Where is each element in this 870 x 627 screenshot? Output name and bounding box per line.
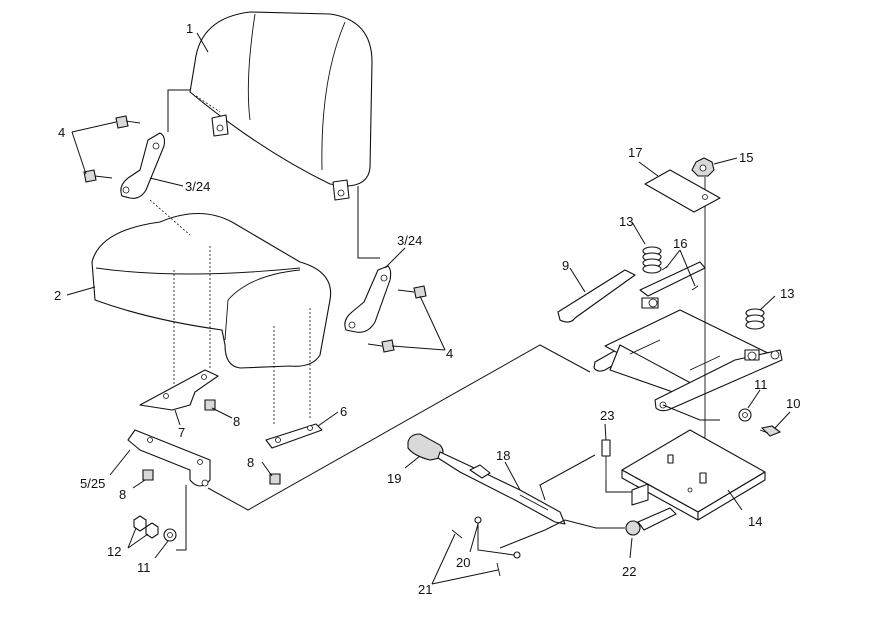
part-labels: 1 2 3/24 3/24 4 4 5/25 6 7 8 8 8 9 10 11… [54, 21, 800, 597]
label-leaders [66, 32, 791, 585]
nuts-washer-left [133, 485, 187, 551]
label-part-14: 14 [748, 514, 762, 529]
alignment-lines [149, 95, 311, 425]
seat-plate-6 [265, 423, 323, 449]
backrest-connection-lines [167, 89, 380, 259]
label-part-20: 20 [456, 555, 470, 570]
seat-plate-7 [139, 369, 219, 411]
label-part-15: 15 [739, 150, 753, 165]
left-backrest-bracket [120, 132, 166, 199]
springs-13 [642, 246, 765, 330]
lever-assembly [407, 433, 566, 525]
label-part-18: 18 [496, 448, 510, 463]
label-part-2: 2 [54, 288, 61, 303]
clips-20-21 [451, 516, 566, 577]
pin-23 [601, 439, 632, 493]
label-part-8-top: 8 [233, 414, 240, 429]
label-part-4-left: 4 [58, 125, 65, 140]
label-part-19: 19 [387, 471, 401, 486]
label-part-6: 6 [340, 404, 347, 419]
label-part-10: 10 [786, 396, 800, 411]
label-part-17: 17 [628, 145, 642, 160]
label-part-1: 1 [186, 21, 193, 36]
spring-22-rod [539, 454, 677, 536]
label-part-5-25: 5/25 [80, 476, 105, 491]
label-part-16: 16 [673, 236, 687, 251]
backrest-cushion [189, 11, 373, 201]
slide-frame-9 [557, 261, 783, 412]
base-plate-14 [621, 429, 766, 521]
label-part-23: 23 [600, 408, 614, 423]
label-part-3-24-right: 3/24 [397, 233, 422, 248]
knob-15 [691, 157, 715, 480]
label-part-11-left: 11 [137, 560, 151, 575]
label-part-21: 21 [418, 582, 432, 597]
label-part-9: 9 [562, 258, 569, 273]
plate-17 [644, 169, 721, 213]
label-part-7: 7 [178, 425, 185, 440]
bolt-washer-right [662, 404, 782, 437]
bolts-8 [142, 399, 281, 485]
label-part-11-right: 11 [754, 377, 768, 392]
seat-cushion [91, 213, 332, 369]
connection-line-main [207, 344, 591, 511]
label-part-3-24-left: 3/24 [185, 179, 210, 194]
label-part-13-right: 13 [780, 286, 794, 301]
label-part-13-left: 13 [619, 214, 633, 229]
label-part-12: 12 [107, 544, 121, 559]
seat-bracket-5-25 [127, 429, 211, 487]
right-backrest-bracket [344, 265, 392, 333]
bolts-4 [83, 115, 427, 353]
label-part-22: 22 [622, 564, 636, 579]
label-part-8-mid: 8 [247, 455, 254, 470]
label-part-8-bottom: 8 [119, 487, 126, 502]
label-part-4-right: 4 [446, 346, 453, 361]
